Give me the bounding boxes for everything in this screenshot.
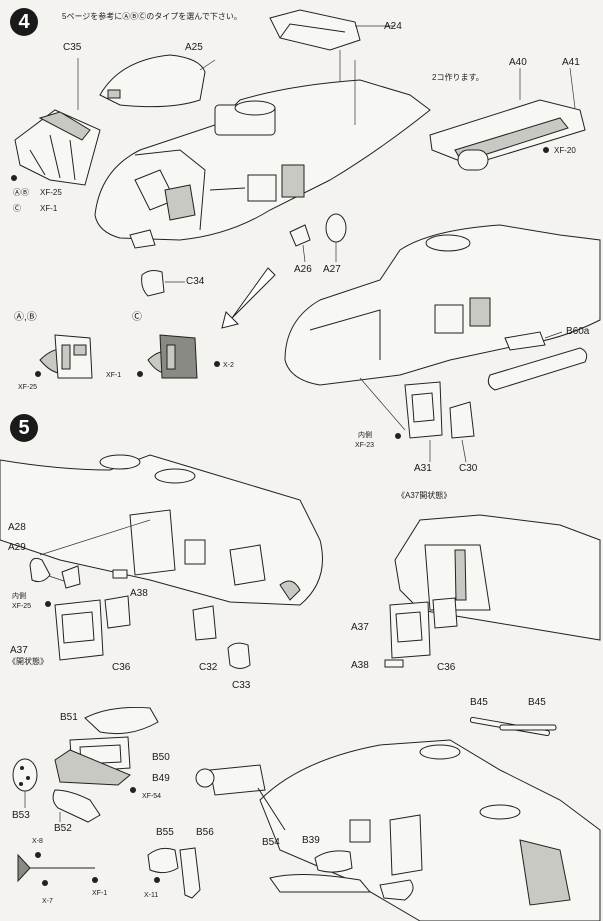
label-c33: C33 (232, 680, 251, 691)
label-a37: A37 (10, 645, 28, 656)
label-b50: B50 (152, 752, 170, 763)
part-b52-drawing (52, 789, 101, 823)
part-c36-drawing (104, 595, 131, 629)
label-a27: A27 (323, 264, 341, 275)
label-b60a: B60a (566, 326, 590, 337)
label-c30: C30 (459, 463, 478, 474)
label-b56: B56 (196, 827, 214, 838)
paint-x2: X-2 (223, 362, 234, 369)
paint-x7: X-7 (42, 898, 53, 905)
label-a28: A28 (8, 522, 26, 533)
paint-xf20: XF-20 (554, 146, 576, 155)
label-b52: B52 (54, 823, 72, 834)
door-type-ab-drawing (54, 334, 93, 379)
label-c36-open: C36 (437, 662, 456, 673)
inside-note-step5: 内側 (12, 593, 26, 600)
make-two-note: 2コ作ります。 (432, 73, 484, 82)
label-b55: B55 (156, 827, 174, 838)
label-b45-a: B45 (470, 697, 488, 708)
label-b53: B53 (12, 810, 30, 821)
paint-xf25-step5: XF-25 (12, 603, 32, 610)
label-c35: C35 (63, 42, 82, 53)
paint-xf25: XF-25 (40, 188, 62, 197)
part-c34-drawing (141, 270, 165, 297)
part-b51-drawing (84, 706, 159, 735)
paint-xf1-b: XF-1 (106, 372, 122, 379)
label-c36: C36 (112, 662, 131, 673)
a37-open-header: 《A37開状態》 (397, 491, 452, 500)
label-c34: C34 (186, 276, 205, 287)
label-b54: B54 (262, 837, 280, 848)
fuselage-step5-bottom (259, 739, 601, 921)
step-5-badge: 5 (10, 414, 38, 442)
part-a37-open-drawing (389, 601, 431, 659)
label-a37-open: A37 (351, 622, 369, 633)
part-a24-drawing (269, 9, 361, 51)
label-a24: A24 (384, 21, 402, 32)
label-b45-b: B45 (528, 697, 546, 708)
type-ab-heading: Ⓐ,Ⓑ (14, 312, 37, 323)
label-a41: A41 (562, 57, 580, 68)
direction-arrow (221, 267, 276, 329)
label-a38-open: A38 (351, 660, 369, 671)
part-a37-drawing (54, 599, 104, 661)
paint-xf23: XF-23 (355, 442, 375, 449)
part-a31-drawing (404, 381, 443, 439)
label-b39: B39 (302, 835, 320, 846)
a37-open-note: 《開状態》 (8, 657, 48, 666)
part-c30-drawing (449, 401, 475, 439)
type-c-marker: Ⓒ (13, 204, 21, 213)
inside-note-step4: 内側 (358, 432, 372, 439)
paint-xf1-step5: XF-1 (92, 890, 108, 897)
part-a40-a41-drawing (429, 99, 586, 166)
part-b56-drawing (179, 847, 201, 899)
paint-x11: X-11 (144, 892, 159, 899)
label-a40: A40 (509, 57, 527, 68)
label-a26: A26 (294, 264, 312, 275)
part-a25-drawing (99, 54, 206, 108)
label-a29: A29 (8, 542, 26, 553)
paint-xf25-b: XF-25 (18, 384, 38, 391)
label-a31: A31 (414, 463, 432, 474)
label-a38: A38 (130, 588, 148, 599)
type-ab-marker: ⒶⒷ (13, 188, 29, 197)
label-b49: B49 (152, 773, 170, 784)
label-c32: C32 (199, 662, 218, 673)
label-a25: A25 (185, 42, 203, 53)
type-selection-note: 5ページを参考にⒶⒷⒸのタイプを選んで下さい。 (62, 12, 242, 21)
part-b49-drawing (54, 749, 131, 786)
label-b51: B51 (60, 712, 78, 723)
paint-xf54: XF-54 (142, 793, 162, 800)
part-b55-drawing (147, 847, 179, 874)
fuselage-step5-left (0, 454, 323, 606)
step-4-badge: 4 (10, 8, 38, 36)
type-c-heading: Ⓒ (132, 312, 142, 323)
paint-xf1: XF-1 (40, 204, 58, 213)
paint-x8: X-8 (32, 838, 43, 845)
door-type-c-drawing (159, 334, 198, 379)
